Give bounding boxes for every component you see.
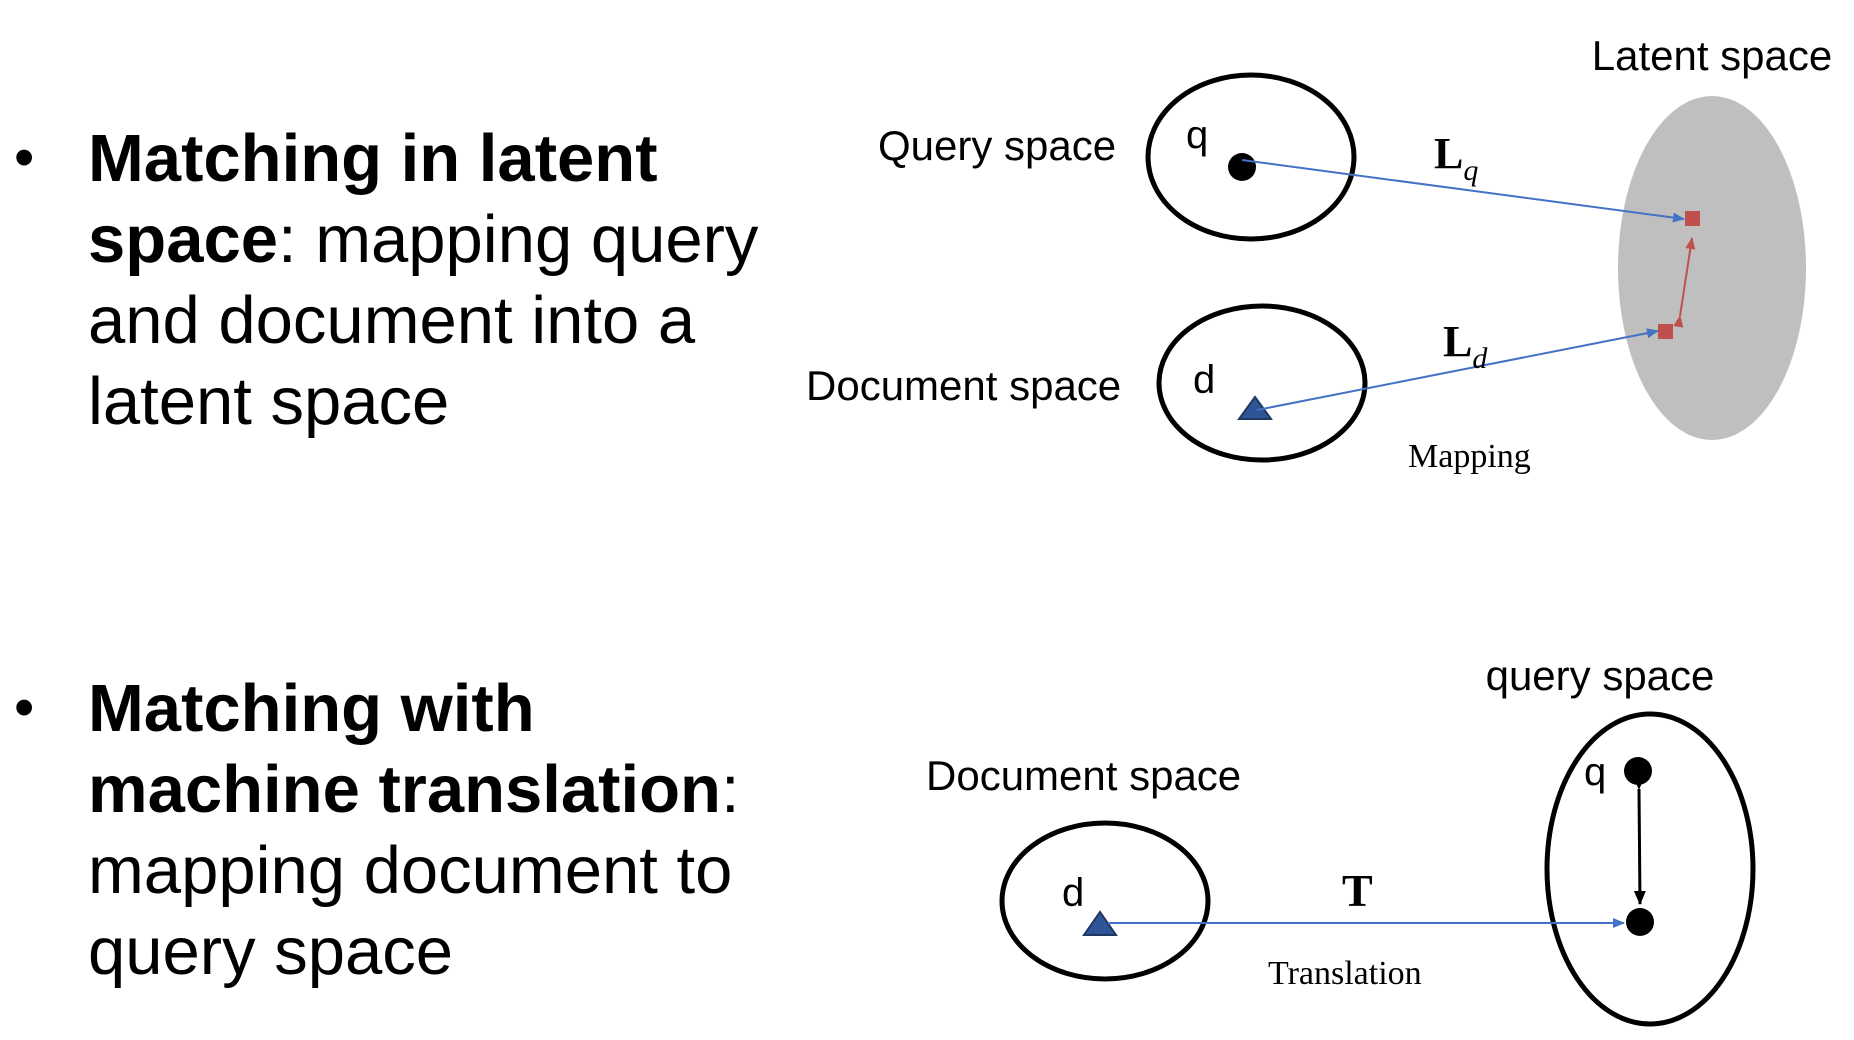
document-space-ellipse [999,820,1211,982]
query-space-label: Query space [878,122,1116,169]
bullet-marker: • [14,125,35,190]
document-space-label: Document space [926,752,1241,799]
latent-document-point [1658,324,1673,339]
query-point [1624,757,1652,785]
query-space-label: query space [1486,652,1715,699]
query-point-label: q [1584,750,1606,794]
mapping-caption: Mapping [1408,438,1531,475]
latent-query-point [1685,211,1700,226]
translation-caption: Translation [1268,955,1422,992]
bullet-text: Matching with machine translation: mappi… [88,668,808,992]
latent-distance-arrow [1673,237,1696,328]
translated-document-point [1626,908,1654,936]
document-space-ellipse [1156,303,1368,463]
bullet-description: : mapping document to query space [88,752,740,989]
document-mapping-arrow [1256,328,1659,411]
bullet-heading: Matching in latent space [88,121,658,277]
query-space-ellipse [1544,711,1756,1027]
document-point-label: d [1062,871,1084,915]
latent-space-label: Latent space [1592,32,1833,79]
query-point-label: q [1186,113,1208,157]
query-distance-arrow [1632,775,1646,905]
document-space-label: Document space [806,362,1121,409]
translation-label: T [1342,865,1373,916]
document-mapping-label: Ld [1443,317,1488,375]
bullet-heading: Matching with machine translation [88,671,721,827]
bullet-description: : mapping query and document into a late… [88,202,759,439]
document-point-label: d [1193,358,1215,402]
query-mapping-label: Lq [1434,129,1478,187]
bullet-text: Matching in latent space: mapping query … [88,118,808,442]
query-point [1228,153,1256,181]
query-mapping-arrow [1241,159,1685,223]
bullet-marker: • [14,675,35,740]
latent-space-ellipse [1618,96,1806,440]
query-space-ellipse [1145,72,1357,242]
